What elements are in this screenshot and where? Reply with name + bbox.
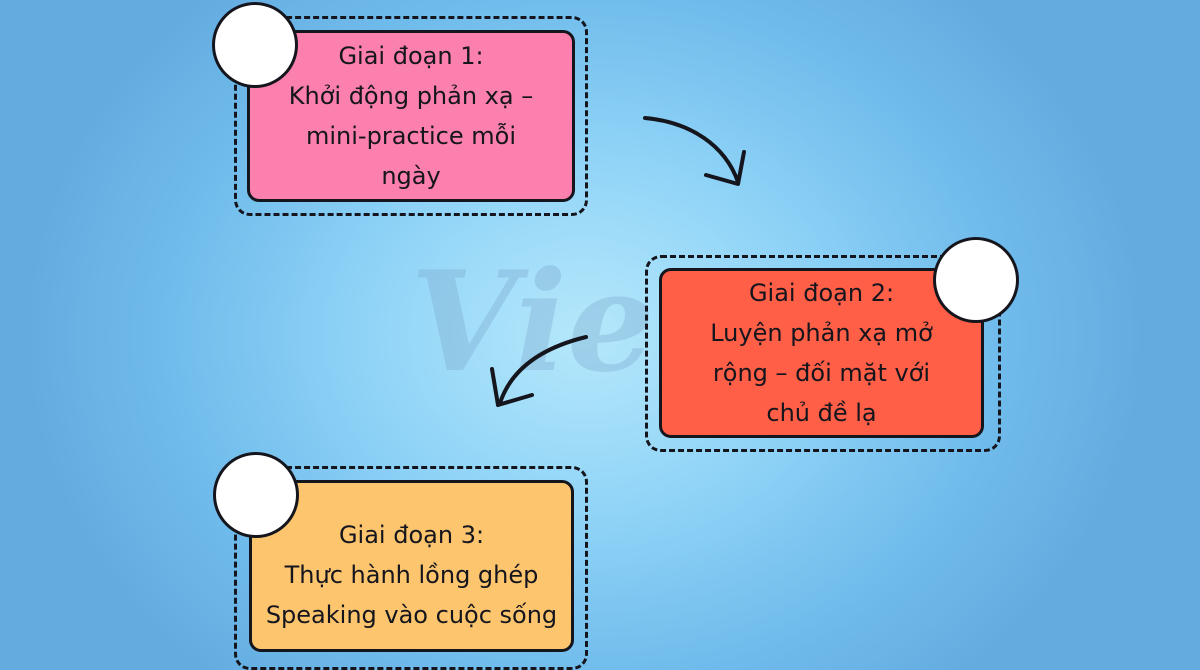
stage-2-card: Giai đoạn 2: Luyện phản xạ mở rộng – đối… [659,268,984,438]
stage-1-card: Giai đoạn 1: Khởi động phản xạ – mini-pr… [247,30,575,202]
arrow-stage-1-to-2-icon [643,116,746,186]
stage-2-line-2: rộng – đối mặt với [712,359,931,387]
stage-1-line-1: Khởi động phản xạ – [288,82,534,110]
stage-3-title: Giai đoạn 3: [338,521,485,549]
stage-3-dashed-frame [234,466,588,670]
stage-1-circle [212,2,298,88]
stage-1-title: Giai đoạn 1: [338,42,484,70]
stage-2-dashed-frame [645,255,1001,452]
stage-2-line-1: Luyện phản xạ mở [710,319,933,347]
stage-3-card: Giai đoạn 3: Thực hành lồng ghép Speakin… [249,480,574,652]
stage-3-line-1: Thực hành lồng ghép [284,561,539,589]
stage-1-dashed-frame [234,16,588,216]
stage-2-line-3: chủ đề lạ [766,399,877,427]
stage-2-title: Giai đoạn 2: [748,279,895,307]
stage-1-line-2: mini-practice mỗi [306,122,516,150]
stage-2-circle [933,237,1019,323]
stage-3-circle [213,452,299,538]
arrow-stage-2-to-3-icon [490,335,588,407]
stage-3-line-2: Speaking vào cuộc sống [265,601,558,629]
stage-1-line-3: ngày [381,162,441,190]
